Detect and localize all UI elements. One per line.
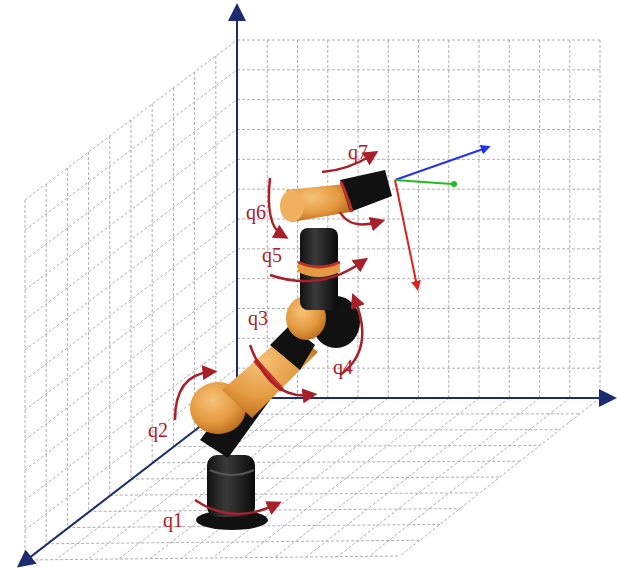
joint-rotation-arrows (175, 155, 378, 514)
grid-line (110, 493, 480, 495)
grid-walls (25, 40, 600, 560)
joint-label: q2 (148, 420, 168, 440)
grid-line (25, 556, 400, 560)
grid-line (195, 429, 560, 431)
grid-line (89, 509, 460, 512)
z-axis (236, 12, 238, 398)
joint-label: q7 (348, 142, 368, 162)
grid-line (237, 69, 600, 70)
joint-label: q5 (262, 245, 282, 265)
tool-frame (395, 148, 486, 286)
grid-line (215, 56, 216, 414)
grid-line (237, 248, 600, 249)
grid-line (237, 129, 600, 130)
joint-label: q4 (333, 357, 353, 377)
grid-line (216, 413, 580, 414)
joint-label: q6 (246, 202, 266, 222)
grid-line (25, 159, 237, 320)
grid-line (237, 99, 600, 100)
grid-line (25, 40, 237, 200)
grid-line (25, 219, 237, 380)
joint-label: q3 (248, 308, 268, 328)
grid-line (237, 40, 600, 41)
grid-line (25, 130, 237, 291)
grid-line (237, 159, 600, 160)
grid-line (25, 189, 237, 350)
robot-arm (190, 170, 392, 530)
grid-line (25, 70, 237, 230)
grid-line (131, 477, 500, 479)
y-axis (237, 397, 608, 399)
joint-label: q1 (163, 510, 183, 530)
grid-line (25, 100, 237, 260)
grid-line (46, 540, 420, 544)
